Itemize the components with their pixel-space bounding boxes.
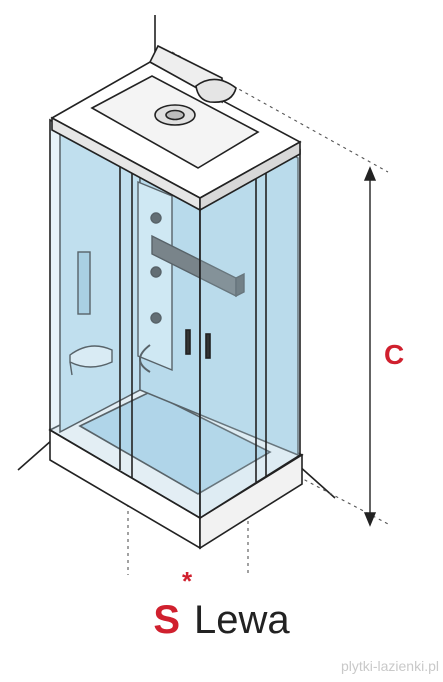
variant-side: Lewa: [194, 598, 290, 642]
door-marker-asterisk: *: [182, 566, 193, 596]
dimension-arrow-c: [363, 166, 377, 527]
mirror: [77, 251, 91, 315]
variant-code: S: [153, 598, 181, 642]
body-jet-icon: [150, 212, 162, 224]
front-frame: [49, 118, 301, 520]
shower-tray: [48, 379, 304, 550]
shower-hose: [139, 344, 151, 373]
body-jet-icon: [150, 312, 162, 324]
body-jet-icon: [150, 266, 162, 278]
shower-column: [137, 180, 173, 373]
radio-speaker-icon: [195, 78, 237, 104]
dimension-label-c: C: [384, 339, 404, 370]
control-panel: [151, 234, 245, 298]
door-handle: [205, 333, 211, 359]
watermark: plytki-lazienki.pl: [340, 658, 439, 674]
variant-caption: S Lewa: [0, 596, 443, 644]
seat: [69, 345, 113, 368]
cabin-roof: [50, 44, 302, 212]
left-wall-fittings: [69, 251, 113, 376]
door-handle: [185, 329, 191, 355]
